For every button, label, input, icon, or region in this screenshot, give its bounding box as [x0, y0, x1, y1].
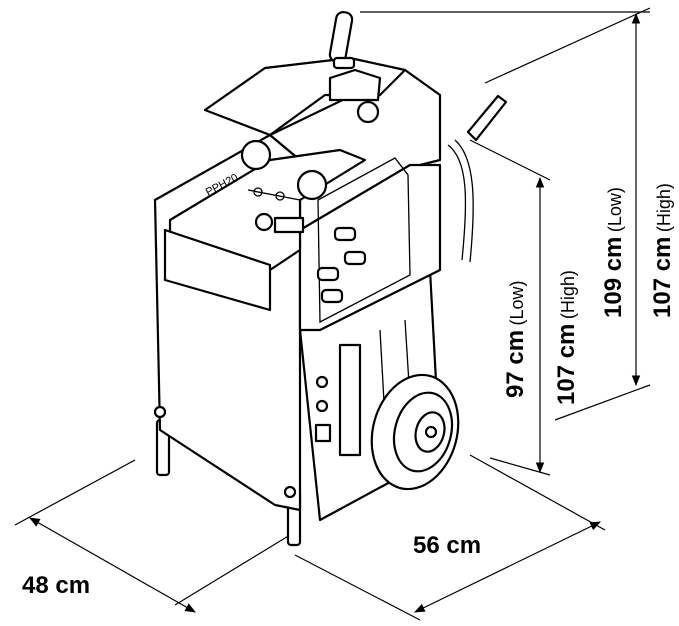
- dimension-lines: [14, 7, 651, 621]
- handle-low-qualifier: (Low): [507, 280, 527, 326]
- total-low-value: 109 cm: [600, 236, 627, 318]
- total-high-label: 107 cm (High): [649, 183, 677, 318]
- total-high-value: 107 cm: [649, 236, 676, 318]
- total-high-qualifier: (High): [654, 183, 674, 233]
- total-low-qualifier: (Low): [605, 187, 625, 233]
- handle-low-value: 97 cm: [502, 329, 529, 398]
- handle-high-value: 107 cm: [553, 323, 580, 405]
- width-value: 48 cm: [22, 572, 91, 599]
- width-label: 48 cm: [22, 572, 90, 600]
- handle-high-qualifier: (High): [558, 270, 578, 320]
- total-low-label: 109 cm (Low): [600, 187, 628, 318]
- handle-high-label: 107 cm (High): [553, 270, 581, 405]
- depth-label: 56 cm: [413, 532, 481, 560]
- handle-low-label: 97 cm (Low): [502, 280, 530, 398]
- depth-value: 56 cm: [413, 532, 482, 559]
- machine-body: [153, 10, 508, 547]
